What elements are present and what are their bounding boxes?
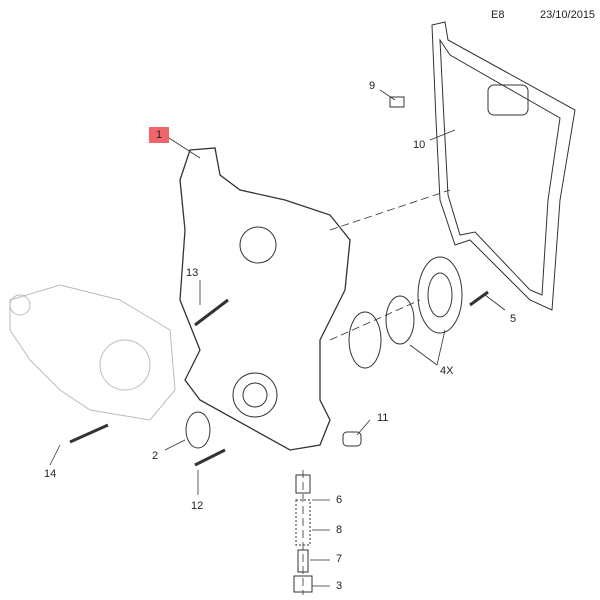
water-pump-ghost [9, 284, 176, 421]
callout-7[interactable]: 7 [336, 553, 343, 565]
callout-8[interactable]: 8 [336, 524, 343, 536]
callout-11[interactable]: 11 [377, 412, 389, 424]
gasket-inner [439, 38, 561, 296]
bolt-12 [194, 448, 226, 467]
diagram-date: 23/10/2015 [540, 9, 596, 21]
callout-3[interactable]: 3 [336, 580, 343, 592]
gasket-part-10 [431, 21, 576, 311]
gasket-window [487, 84, 529, 116]
oil-pump-inner [427, 272, 453, 318]
callout-10[interactable]: 10 [413, 139, 426, 151]
callout-9[interactable]: 9 [369, 80, 376, 92]
callout-14[interactable]: 14 [44, 468, 57, 480]
bolt-13 [194, 298, 229, 327]
cover-bore [239, 226, 277, 264]
diagram-code: E8 [491, 9, 505, 21]
crank-seal-inner [242, 382, 268, 408]
plug-11 [342, 431, 362, 447]
oil-pump-housing [417, 256, 463, 334]
callout-6[interactable]: 6 [336, 494, 343, 506]
bolt-5 [469, 290, 489, 307]
bolt-14 [69, 423, 109, 444]
callout-13[interactable]: 13 [186, 267, 199, 279]
callout-4x[interactable]: 4X [440, 365, 454, 377]
dowel-9 [389, 96, 405, 108]
crank-seal-bore [232, 372, 278, 418]
callout-1-highlighted[interactable]: 1 [149, 127, 169, 143]
timing-cover-part-1 [179, 147, 351, 451]
dashed-alignment-lines [302, 189, 451, 595]
callout-5[interactable]: 5 [510, 313, 517, 325]
callout-12[interactable]: 12 [191, 500, 204, 512]
leader-lines [49, 89, 506, 587]
inner-rotor [385, 295, 415, 345]
callout-2[interactable]: 2 [152, 450, 159, 462]
outer-rotor [348, 311, 382, 369]
seal-part-2 [185, 411, 211, 449]
